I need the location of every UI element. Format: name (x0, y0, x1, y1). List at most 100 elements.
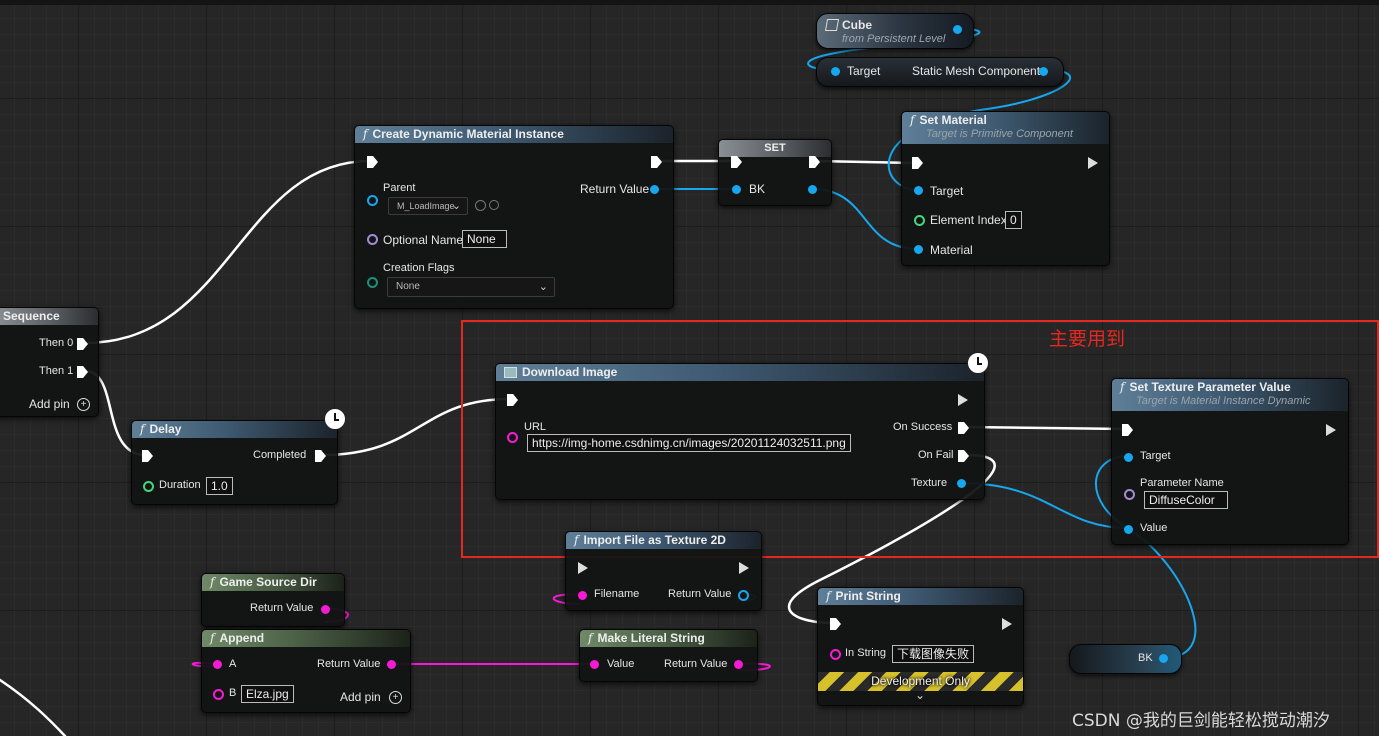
import-return-label: Return Value (668, 588, 732, 600)
download-url-input[interactable]: https://img-home.csdnimg.cn/images/20201… (527, 434, 851, 452)
make-literal-value-pin[interactable] (590, 660, 599, 669)
parameter-name-pin[interactable] (1124, 489, 1135, 500)
set-exec-out[interactable] (809, 156, 820, 168)
import-file-title: Import File as Texture 2D (583, 533, 726, 547)
development-only-banner: Development Only (818, 672, 1023, 691)
function-icon: f (140, 422, 145, 436)
make-literal-return-pin[interactable] (734, 660, 743, 669)
add-pin-plus-icon[interactable]: + (389, 691, 402, 704)
print-in-string-input[interactable]: 下载图像失败 (892, 645, 975, 663)
delay-completed-pin[interactable] (315, 450, 326, 462)
element-index-pin[interactable] (914, 215, 925, 226)
print-in-string-pin[interactable] (830, 649, 841, 660)
append-a-pin[interactable] (213, 660, 222, 669)
latent-clock-icon (324, 408, 346, 430)
game-source-dir-return-pin[interactable] (321, 605, 330, 614)
append-add-pin-label[interactable]: Add pin (340, 690, 381, 704)
parent-asset-dropdown[interactable]: M_LoadImage ⌄ (388, 197, 468, 215)
parameter-name-input[interactable]: DiffuseColor (1144, 491, 1228, 509)
download-image-node[interactable]: Download Image URL https://img-home.csdn… (495, 363, 985, 500)
function-icon: f (574, 533, 579, 547)
cube-subtitle: from Persistent Level (842, 33, 946, 45)
set-material-target-pin[interactable] (914, 186, 923, 195)
set-texture-value-pin[interactable] (1124, 525, 1133, 534)
sequence-then1-pin[interactable] (77, 366, 88, 378)
function-icon: f (210, 631, 215, 645)
set-variable-node[interactable]: SET BK (718, 139, 832, 206)
set-exec-in[interactable] (731, 156, 742, 168)
get-sm-target-pin[interactable] (831, 67, 840, 76)
create-dmi-parent-pin[interactable] (367, 195, 378, 206)
import-exec-out[interactable] (739, 562, 749, 574)
use-selected-icon[interactable] (475, 200, 486, 211)
delay-exec-in[interactable] (142, 450, 153, 462)
function-icon: f (826, 589, 831, 603)
bk-variable-pin[interactable] (1159, 654, 1168, 663)
expand-chevron-icon[interactable]: ⌄ (915, 688, 926, 702)
print-exec-out[interactable] (1002, 618, 1012, 630)
append-return-pin[interactable] (387, 660, 396, 669)
sequence-node[interactable]: Sequence Then 0 Then 1 Add pin + (0, 307, 99, 417)
print-exec-in[interactable] (830, 618, 841, 630)
get-static-mesh-component-node[interactable]: Target Static Mesh Component (816, 57, 1064, 87)
create-dmi-exec-out[interactable] (651, 156, 662, 168)
set-title: SET (764, 142, 786, 154)
set-material-exec-in[interactable] (912, 157, 923, 169)
optional-name-label: Optional Name (383, 233, 464, 247)
element-index-input[interactable]: 0 (1005, 211, 1022, 229)
set-texture-target-pin[interactable] (1124, 453, 1133, 462)
download-onfail-label: On Fail (918, 449, 954, 461)
set-bk-out-pin[interactable] (808, 185, 817, 194)
download-url-label: URL (524, 421, 547, 433)
set-material-material-pin[interactable] (914, 245, 923, 254)
optional-name-pin[interactable] (367, 234, 378, 245)
parent-asset-value: M_LoadImage (397, 201, 455, 211)
creation-flags-dropdown[interactable]: None ⌄ (387, 277, 555, 297)
sequence-then0-pin[interactable] (77, 338, 88, 350)
set-bk-in-pin[interactable] (732, 185, 741, 194)
download-exec-in[interactable] (507, 394, 518, 406)
creation-flags-pin[interactable] (367, 277, 378, 288)
add-pin-plus-icon[interactable]: + (77, 398, 90, 411)
download-url-pin[interactable] (507, 432, 518, 443)
get-sm-output-pin[interactable] (1039, 67, 1048, 76)
create-dmi-exec-in[interactable] (367, 156, 378, 168)
delay-duration-pin[interactable] (143, 481, 154, 492)
append-return-label: Return Value (317, 658, 381, 670)
delay-duration-input[interactable]: 1.0 (206, 477, 233, 495)
download-texture-pin[interactable] (957, 479, 966, 488)
download-onfail-pin[interactable] (958, 450, 969, 462)
import-return-pin[interactable] (738, 590, 749, 601)
parameter-name-label: Parameter Name (1140, 477, 1224, 489)
import-exec-in[interactable] (578, 562, 588, 574)
sequence-add-pin-label[interactable]: Add pin (29, 397, 70, 411)
game-source-dir-title: Game Source Dir (219, 575, 317, 589)
create-dmi-return-pin[interactable] (650, 185, 659, 194)
download-exec-out[interactable] (958, 394, 968, 406)
bk-variable-getter[interactable]: BK (1069, 644, 1182, 674)
append-b-pin[interactable] (213, 689, 224, 700)
browse-search-icon[interactable] (489, 200, 499, 210)
append-b-input[interactable]: Elza.jpg (241, 685, 294, 703)
download-onsuccess-pin[interactable] (958, 422, 969, 434)
optional-name-input[interactable]: None (462, 230, 507, 248)
import-filename-pin[interactable] (578, 591, 587, 600)
cube-reference-node[interactable]: Cube from Persistent Level (816, 13, 974, 49)
append-a-label: A (229, 658, 237, 670)
set-texture-exec-in[interactable] (1122, 424, 1133, 436)
cube-output-pin[interactable] (953, 25, 962, 34)
set-material-exec-out[interactable] (1088, 157, 1098, 169)
set-texture-exec-out[interactable] (1326, 424, 1336, 436)
